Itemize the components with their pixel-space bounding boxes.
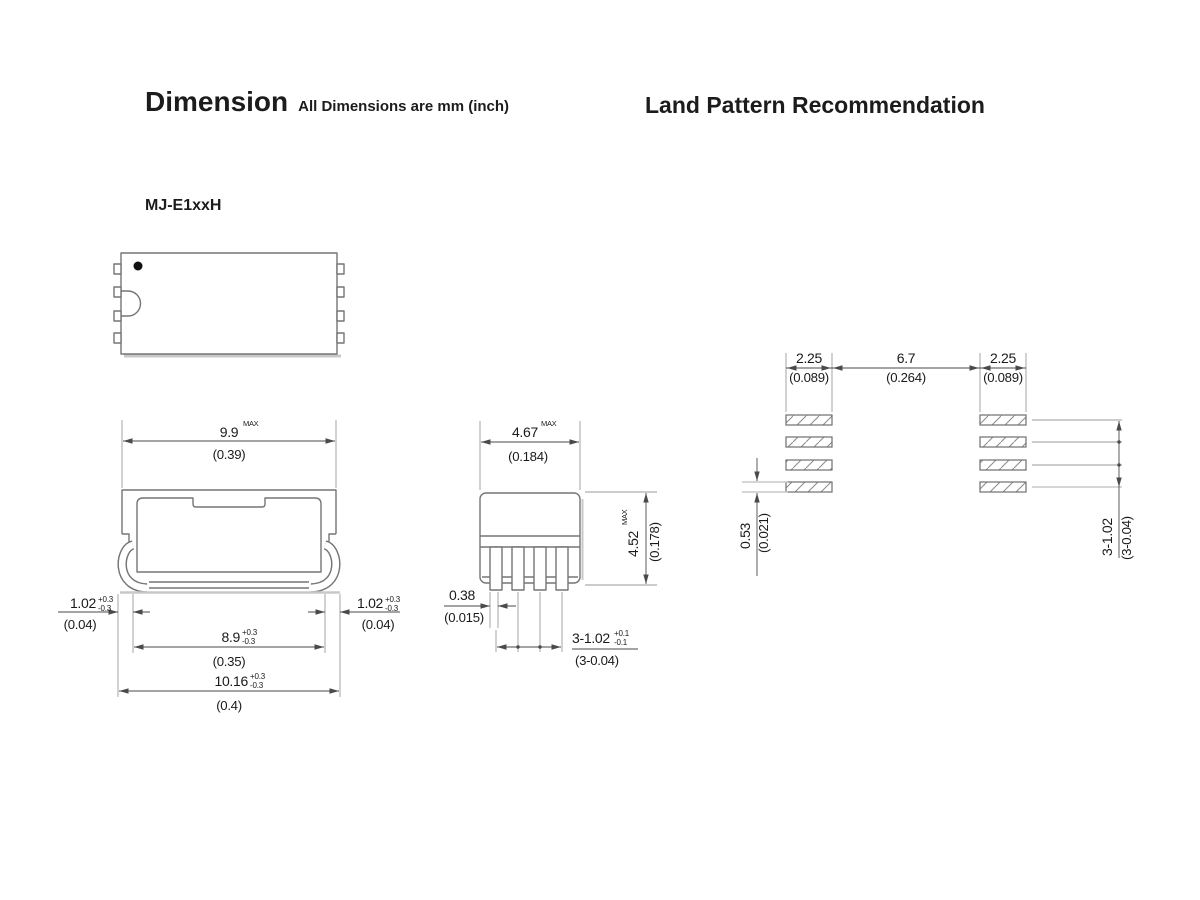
dim-side-body-height: 4.52 MAX (0.178) (585, 491, 662, 586)
dimension-header: Dimension All Dimensions are mm (inch) (145, 86, 509, 118)
front-view-outline (117, 489, 341, 594)
dim-value: 10.16 (214, 673, 248, 689)
dim-inch: (0.04) (64, 617, 97, 632)
land-pads-right (979, 414, 1027, 493)
dim-value: 2.25 (796, 350, 823, 366)
dim-tol-plus: +0.3 (250, 672, 266, 681)
dim-tol-plus: +0.3 (242, 628, 258, 637)
dim-tol-plus: +0.3 (385, 595, 401, 604)
side-view: 4.67 MAX (0.184) 4.52 MAX (0.178) (444, 419, 662, 668)
dim-land-pad-width: 0.53 (0.021) (737, 458, 788, 576)
dim-inch: (0.264) (886, 370, 926, 385)
dim-value: 2.25 (990, 350, 1017, 366)
dim-inch: (0.184) (508, 449, 548, 464)
pin1-marker-dot (133, 261, 143, 271)
land-pad (785, 414, 833, 426)
dimension-units-note: All Dimensions are mm (inch) (298, 98, 510, 115)
dim-inch: (0.04) (362, 617, 395, 632)
dimension-title: Dimension (145, 86, 289, 117)
polarity-notch (121, 290, 142, 317)
model-number: MJ-E1xxH (145, 197, 222, 214)
top-view-pins-right (336, 263, 345, 344)
dim-inch: (3-0.04) (1119, 516, 1134, 560)
dim-max: MAX (620, 509, 629, 525)
dim-tol-minus: -0.3 (242, 637, 256, 646)
top-view-pins-left (113, 263, 122, 344)
dim-value: 0.53 (737, 522, 753, 549)
dim-inch: (0.089) (983, 370, 1023, 385)
front-view-shield (136, 497, 322, 573)
dim-tol-minus: -0.3 (250, 681, 264, 690)
dim-value: 3-1.02 (1099, 518, 1115, 556)
top-view-body (120, 252, 338, 355)
dim-inch: (0.015) (444, 610, 484, 625)
side-view-legs (489, 546, 569, 591)
land-pattern: 2.25 (0.089) 6.7 (0.264) 2.25 (0.089) 0.… (737, 350, 1134, 576)
dim-max: MAX (243, 419, 259, 428)
dim-tol-minus: -0.3 (98, 604, 112, 613)
side-view-outline (479, 492, 584, 591)
dim-inch: (0.39) (213, 447, 246, 462)
dim-front-body-width: 9.9 MAX (0.39) (121, 419, 337, 488)
dim-value: 9.9 (220, 424, 239, 440)
dim-max: MAX (541, 419, 557, 428)
dim-inch: (3-0.04) (575, 653, 619, 668)
dim-inch: (0.021) (756, 513, 771, 553)
land-pad (979, 481, 1027, 493)
land-pads-left (785, 414, 833, 493)
dim-tol-plus: +0.3 (98, 595, 114, 604)
land-pad (979, 436, 1027, 448)
dim-side-lead-thickness: 0.38 (0.015) (444, 587, 516, 628)
dim-inch: (0.178) (647, 522, 662, 562)
dim-tol-minus: -0.1 (614, 638, 628, 647)
dim-front-lead-width-left: 1.02 +0.3 -0.3 (0.04) (58, 594, 150, 697)
land-pad (785, 481, 833, 493)
front-view: 9.9 MAX (0.39) 1.02 +0.3 -0.3 (0.04) (58, 419, 401, 713)
land-pattern-title: Land Pattern Recommendation (645, 92, 985, 118)
dim-inch: (0.4) (216, 698, 242, 713)
dim-value: 3-1.02 (572, 630, 610, 646)
dim-tol-minus: -0.3 (385, 604, 399, 613)
top-view (113, 252, 345, 358)
dim-front-lead-width-right: 1.02 +0.3 -0.3 (0.04) (308, 594, 401, 697)
dim-tol-plus: +0.1 (614, 629, 630, 638)
land-pad (785, 436, 833, 448)
side-view-body (479, 492, 581, 584)
land-pad (979, 459, 1027, 471)
land-pad (785, 459, 833, 471)
dim-inch: (0.089) (789, 370, 829, 385)
dim-value: 1.02 (70, 595, 97, 611)
dim-value: 8.9 (221, 629, 240, 645)
dim-land-pad-pitch: 3-1.02 (3-0.04) (1032, 419, 1134, 560)
dim-value: 0.38 (449, 587, 476, 603)
dim-side-lead-pitch: 3-1.02 +0.1 -0.1 (3-0.04) (495, 592, 638, 668)
dim-value: 1.02 (357, 595, 384, 611)
dim-front-lead-span-inner: 8.9 +0.3 -0.3 (0.35) (134, 628, 324, 669)
dim-inch: (0.35) (213, 654, 246, 669)
dim-value: 4.67 (512, 424, 539, 440)
dim-side-body-depth: 4.67 MAX (0.184) (479, 419, 581, 490)
dim-front-lead-span-outer: 10.16 +0.3 -0.3 (0.4) (119, 672, 339, 713)
dim-value: 4.52 (625, 530, 641, 557)
dim-value: 6.7 (897, 350, 916, 366)
land-pad (979, 414, 1027, 426)
dim-land-horizontal: 2.25 (0.089) 6.7 (0.264) 2.25 (0.089) (785, 350, 1027, 412)
